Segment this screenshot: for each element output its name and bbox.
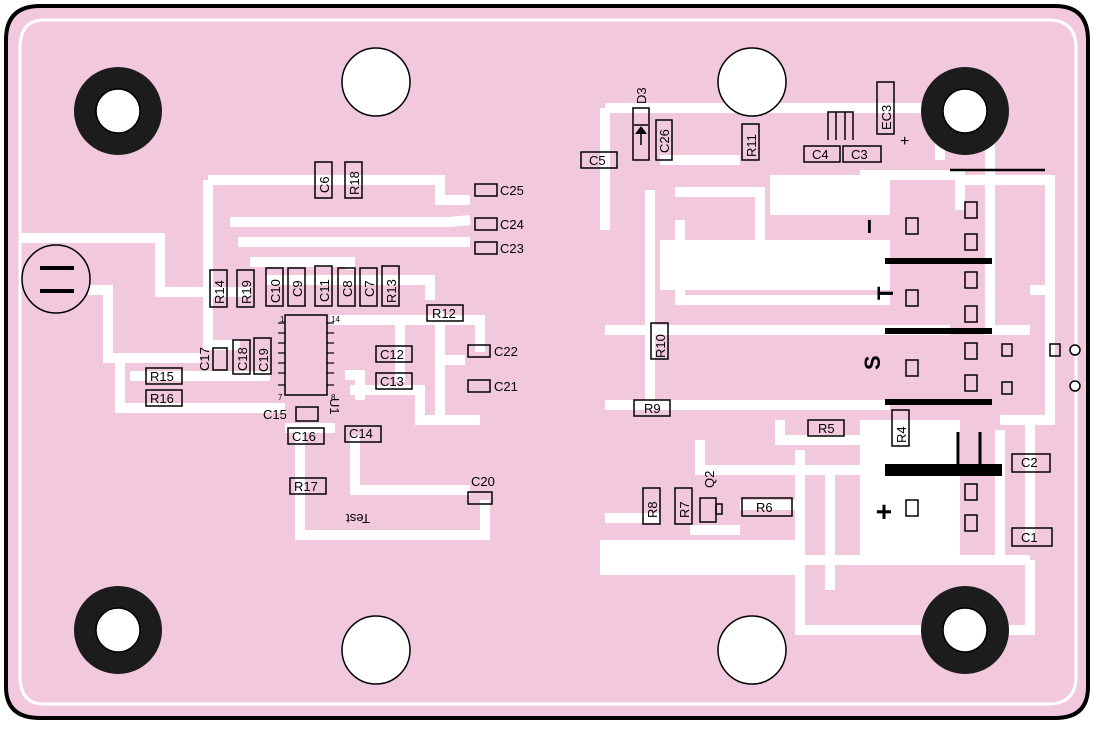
label-plus-sign: + xyxy=(868,504,899,520)
right-copper-pour-4 xyxy=(860,420,960,560)
label-c21: C21 xyxy=(494,379,518,394)
label-r6: R6 xyxy=(756,500,773,515)
cap-symbol xyxy=(827,111,854,140)
label-c20: C20 xyxy=(471,474,495,489)
pad-hole-2 xyxy=(1069,380,1081,392)
label-r13: R13 xyxy=(384,279,399,303)
label-c23: C23 xyxy=(500,241,524,256)
label-r19: R19 xyxy=(239,280,254,304)
pad-hole-1 xyxy=(1069,344,1081,356)
label-d3: D3 xyxy=(634,87,649,104)
label-r8: R8 xyxy=(645,501,660,518)
label-c13: C13 xyxy=(380,374,404,389)
label-c11: C11 xyxy=(317,279,332,302)
label-t-sign: T xyxy=(873,286,898,300)
ic-pins xyxy=(278,322,334,386)
screw-hole-4 xyxy=(717,615,787,685)
label-r11: R11 xyxy=(744,134,759,157)
screw-hole-3 xyxy=(341,615,411,685)
silkscreen-boxes xyxy=(145,81,1061,547)
label-s-sign: S xyxy=(860,355,885,370)
label-r9: R9 xyxy=(644,401,661,416)
right-copper-pour-3 xyxy=(600,540,800,575)
label-c19: C19 xyxy=(256,348,271,372)
label-c25: C25 xyxy=(500,183,524,198)
connector-bars xyxy=(885,168,1045,476)
label-r14: R14 xyxy=(212,280,227,304)
led-footprint xyxy=(21,244,91,314)
label-c15: C15 xyxy=(263,407,287,422)
label-r15: R15 xyxy=(150,369,174,384)
label-c18: C18 xyxy=(235,347,250,371)
label-r7: R7 xyxy=(677,501,692,518)
label-r4: R4 xyxy=(894,426,909,443)
label-pin14: 14 xyxy=(331,315,340,324)
label-r5: R5 xyxy=(818,421,835,436)
label-c17: C17 xyxy=(197,347,212,371)
label-c8: C8 xyxy=(340,280,355,297)
label-c4: C4 xyxy=(812,147,829,162)
label-c14: C14 xyxy=(349,426,373,441)
right-copper-pour-2 xyxy=(770,175,890,215)
label-pin1: 1 xyxy=(280,315,285,324)
label-r12: R12 xyxy=(432,306,456,321)
label-c2: C2 xyxy=(1021,455,1038,470)
right-copper-pour-1 xyxy=(660,240,890,290)
board-inner-edge xyxy=(18,18,1078,706)
label-r10: R10 xyxy=(653,334,668,358)
label-pin8: 8 xyxy=(331,393,336,402)
label-r18: R18 xyxy=(347,171,362,195)
left-traces xyxy=(20,175,490,540)
label-r16: R16 xyxy=(150,391,174,406)
label-plus-top: + xyxy=(900,133,909,150)
label-c12: C12 xyxy=(380,347,404,362)
label-c16: C16 xyxy=(292,429,316,444)
label-c7: C7 xyxy=(362,280,377,297)
label-c10: C10 xyxy=(268,279,283,303)
screw-hole-2 xyxy=(717,47,787,117)
screw-hole-1 xyxy=(341,47,411,117)
label-pin7: 7 xyxy=(278,393,283,402)
label-c24: C24 xyxy=(500,217,524,232)
diode-d3-symbol xyxy=(634,124,648,145)
label-minus-sign: − xyxy=(854,219,884,234)
label-u1: U1 xyxy=(327,398,342,415)
label-c5: C5 xyxy=(589,153,606,168)
label-c9: C9 xyxy=(290,280,305,297)
label-c22: C22 xyxy=(494,344,518,359)
label-r17: R17 xyxy=(294,479,318,494)
label-test: Test xyxy=(346,511,370,526)
label-ec3: EC3 xyxy=(879,105,894,130)
label-c1: C1 xyxy=(1021,530,1038,545)
label-q2: Q2 xyxy=(702,471,717,488)
label-c6: C6 xyxy=(317,176,332,193)
label-c26: C26 xyxy=(657,129,672,153)
mounting-holes xyxy=(74,47,1009,685)
label-c3: C3 xyxy=(851,147,868,162)
silkscreen-labels: D3 C26 R11 EC3 + C4 C3 C5 C6 R18 C25 C24… xyxy=(150,87,1038,545)
